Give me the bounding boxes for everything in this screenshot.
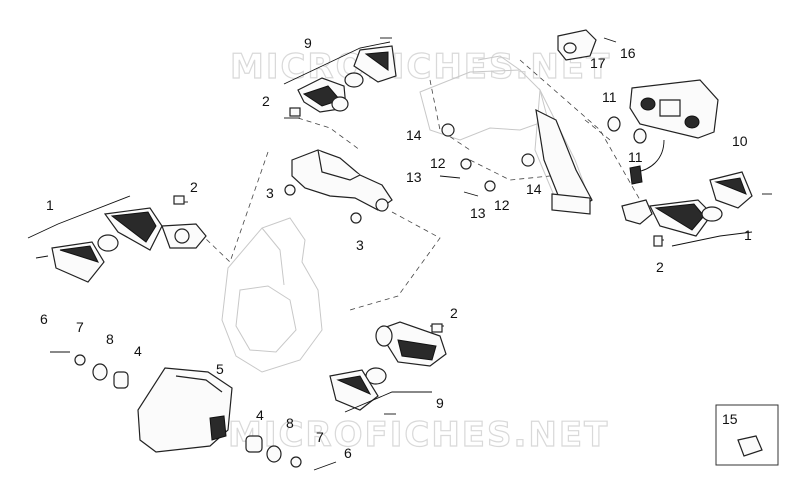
watermark-bottom: MICROFICHES.NET: [228, 415, 609, 455]
grommet-14a: [441, 123, 455, 137]
washer-7b: [290, 456, 302, 468]
callout-2-left: 2: [190, 179, 198, 195]
front-fairing-ghost: [221, 217, 323, 373]
callout-3-right: 3: [356, 237, 364, 253]
screw-2c: [431, 323, 443, 333]
grommet-8a: [92, 363, 108, 381]
callout-7-bottom: 7: [316, 429, 324, 445]
callout-8-bottom: 8: [286, 415, 294, 431]
grommet-8b: [266, 445, 282, 463]
callout-labels: 1 1 2 2 2 2 3 3 4 4 5 6 6 7 7 8 8 9 9 10…: [40, 35, 752, 461]
callout-12-right: 12: [494, 197, 510, 213]
fasteners: [50, 107, 663, 471]
callout-15: 15: [722, 411, 738, 427]
callout-1-left: 1: [46, 197, 54, 213]
callout-16: 16: [620, 45, 636, 61]
callout-11-bottom: 11: [628, 149, 643, 165]
callout-14-left: 14: [406, 127, 422, 143]
callout-11-top: 11: [602, 89, 617, 105]
callout-10: 10: [732, 133, 748, 149]
tail-light-10: [629, 79, 719, 185]
headlight-bracket: [291, 149, 393, 212]
callout-8-left: 8: [106, 331, 114, 347]
turn-indicator-rear-right: [621, 171, 772, 247]
callout-6-left: 6: [40, 311, 48, 327]
callout-9-bottom: 9: [436, 395, 444, 411]
watermark-top: MICROFICHES.NET: [230, 47, 611, 87]
license-light-17: [557, 29, 617, 61]
screw-2a: [173, 195, 185, 205]
callout-13-right: 13: [470, 205, 486, 221]
assembly-leaders: [204, 59, 641, 311]
turn-indicator-rear-left: [283, 37, 397, 119]
grommet-11a: [607, 116, 621, 132]
callout-7-left: 7: [76, 319, 84, 335]
callout-9-top: 9: [304, 35, 312, 51]
callout-3-left: 3: [266, 185, 274, 201]
callout-4-bottom: 4: [256, 407, 264, 423]
nut-3b: [350, 212, 362, 224]
screw-2b: [289, 107, 301, 117]
callout-5: 5: [216, 361, 224, 377]
callout-4-left: 4: [134, 343, 142, 359]
grommet-11b: [633, 128, 647, 144]
callout-13-left: 13: [406, 169, 422, 185]
washer-12b: [484, 180, 496, 192]
spacer-4a: [113, 371, 129, 389]
washer-12a: [460, 158, 472, 170]
inset-box-15: [715, 404, 779, 466]
callout-2-mid: 2: [450, 305, 458, 321]
grommet-14b: [521, 153, 535, 167]
callout-17: 17: [590, 55, 606, 71]
nut-3a: [284, 184, 296, 196]
callout-14-right: 14: [526, 181, 542, 197]
callout-1-right: 1: [744, 227, 752, 243]
spacer-4b: [245, 435, 263, 453]
screw-2d: [653, 235, 663, 247]
callout-2-right: 2: [656, 259, 664, 275]
rear-plate-bracket: [535, 108, 593, 215]
washer-7a: [74, 354, 86, 366]
callout-12-left: 12: [430, 155, 446, 171]
bolt-6b: [313, 461, 337, 471]
headlight-5: [137, 367, 233, 453]
callout-6-bottom: 6: [344, 445, 352, 461]
turn-indicator-front-right: [329, 321, 447, 415]
callout-2-top: 2: [262, 93, 270, 109]
turn-indicator-front-left: [27, 195, 207, 283]
